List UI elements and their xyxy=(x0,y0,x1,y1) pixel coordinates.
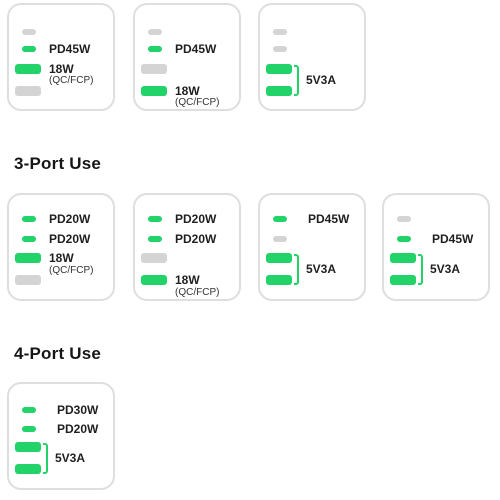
config-card: PD45W 5V3A xyxy=(258,193,366,301)
usb-a-port-active xyxy=(266,86,292,96)
usb-c-port-active xyxy=(22,407,36,413)
port-protocol-label: (QC/FCP) xyxy=(49,265,94,276)
usb-c-port-idle xyxy=(273,236,287,242)
usb-c-port-idle xyxy=(148,29,162,35)
port-label: 5V3A xyxy=(306,73,337,87)
port-protocol-label: (QC/FCP) xyxy=(175,97,220,108)
usb-c-port-active xyxy=(148,236,162,242)
usb-c-port-idle xyxy=(397,216,411,222)
usb-c-port-active xyxy=(22,236,36,242)
config-card: PD45W 18W (QC/FCP) xyxy=(133,3,241,111)
usb-a-port-active xyxy=(141,86,167,96)
usb-a-port-idle xyxy=(141,253,167,263)
port-label: PD30W xyxy=(57,403,99,417)
config-card: PD45W 5V3A xyxy=(382,193,490,301)
port-label: PD20W xyxy=(49,212,91,226)
port-label: PD20W xyxy=(49,232,91,246)
config-card: PD45W 18W (QC/FCP) xyxy=(7,3,115,111)
port-label: 5V3A xyxy=(55,451,86,465)
usb-c-port-active xyxy=(148,46,162,52)
section-title: 4-Port Use xyxy=(14,344,102,363)
port-label: 5V3A xyxy=(430,262,461,276)
port-label: PD45W xyxy=(308,212,350,226)
config-card: PD30W PD20W 5V3A xyxy=(7,382,115,490)
usb-c-port-idle xyxy=(273,46,287,52)
usb-a-port-active xyxy=(15,64,41,74)
port-label: PD45W xyxy=(175,42,217,56)
usb-a-port-idle xyxy=(15,275,41,285)
port-label: 18W xyxy=(49,251,74,265)
port-protocol-label: (QC/FCP) xyxy=(175,287,220,298)
usb-a-port-active xyxy=(15,464,41,474)
port-label: PD45W xyxy=(49,42,91,56)
config-card: 5V3A xyxy=(258,3,366,111)
port-label: 18W xyxy=(175,273,200,287)
usb-a-port-active xyxy=(15,442,41,452)
usb-a-port-active xyxy=(15,253,41,263)
config-card: PD20W PD20W 18W (QC/FCP) xyxy=(133,193,241,301)
port-protocol-label: (QC/FCP) xyxy=(49,75,94,86)
shared-output-bracket xyxy=(294,65,299,96)
port-label: PD45W xyxy=(432,232,474,246)
usb-c-port-active xyxy=(22,46,36,52)
usb-c-port-active xyxy=(397,236,411,242)
shared-output-bracket xyxy=(294,254,299,285)
usb-c-port-idle xyxy=(273,29,287,35)
port-label: PD20W xyxy=(57,422,99,436)
section-title: 3-Port Use xyxy=(14,154,102,173)
port-label: PD20W xyxy=(175,232,217,246)
shared-output-bracket xyxy=(43,443,48,474)
usb-a-port-active xyxy=(266,64,292,74)
usb-a-port-active xyxy=(390,253,416,263)
usb-c-port-active xyxy=(22,216,36,222)
usb-a-port-active xyxy=(390,275,416,285)
usb-a-port-active xyxy=(266,253,292,263)
usb-a-port-idle xyxy=(141,64,167,74)
usb-c-port-active xyxy=(22,426,36,432)
usb-c-port-active xyxy=(148,216,162,222)
usb-c-port-idle xyxy=(22,29,36,35)
usb-a-port-active xyxy=(141,275,167,285)
port-label: PD20W xyxy=(175,212,217,226)
shared-output-bracket xyxy=(418,254,423,285)
port-label: 18W xyxy=(175,84,200,98)
port-label: 5V3A xyxy=(306,262,337,276)
usb-c-port-active xyxy=(273,216,287,222)
usb-a-port-idle xyxy=(15,86,41,96)
config-card: PD20W PD20W 18W (QC/FCP) xyxy=(7,193,115,301)
port-label: 18W xyxy=(49,62,74,76)
usb-a-port-active xyxy=(266,275,292,285)
